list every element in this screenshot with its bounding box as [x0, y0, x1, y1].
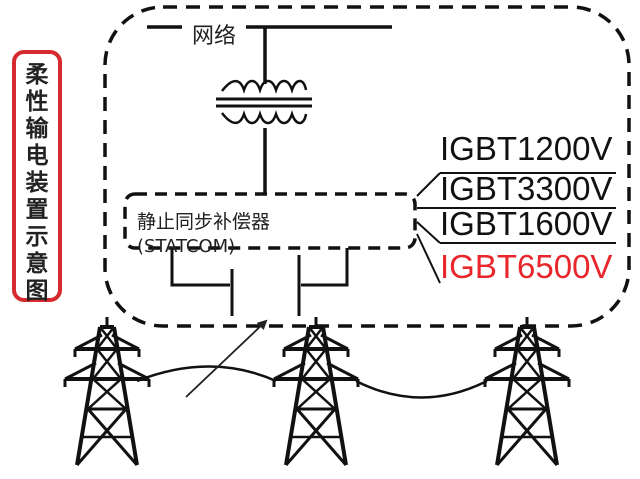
side-title-char: 输: [25, 116, 49, 142]
side-title-char: 装: [25, 170, 49, 196]
side-title-char: 置: [25, 197, 49, 223]
side-title-char: 示: [25, 224, 49, 250]
igbt-connector-lines: [416, 172, 616, 284]
statcom-label-en: (STATCOM): [137, 236, 236, 257]
side-title-char: 电: [25, 143, 49, 169]
statcom-box: [123, 192, 417, 250]
side-title-char: 图: [25, 278, 49, 304]
transmission-tower-icon-center: [272, 315, 360, 467]
transmission-tower-icon-left: [63, 315, 151, 467]
statcom-switches: [170, 248, 349, 316]
side-title-char: 意: [25, 251, 49, 277]
system-boundary: [103, 5, 631, 328]
igbt-item-6500v: IGBT6500V: [440, 248, 613, 285]
igbt-item-1600v: IGBT1600V: [440, 205, 613, 242]
transmission-tower-icon-right: [483, 315, 571, 467]
igbt-item-1200v: IGBT1200V: [440, 130, 613, 167]
igbt-item-3300v: IGBT3300V: [440, 170, 613, 207]
side-title-box: 柔 性 输 电 装 置 示 意 图: [12, 50, 62, 304]
statcom-label-cn: 静止同步补偿器: [137, 211, 271, 233]
network-label: 网络: [192, 24, 237, 49]
connection-arrow: [185, 319, 268, 398]
side-title-char: 柔: [25, 62, 49, 88]
power-lines: [136, 365, 488, 399]
transformer-icon: [216, 79, 312, 125]
side-title-char: 性: [25, 89, 49, 115]
